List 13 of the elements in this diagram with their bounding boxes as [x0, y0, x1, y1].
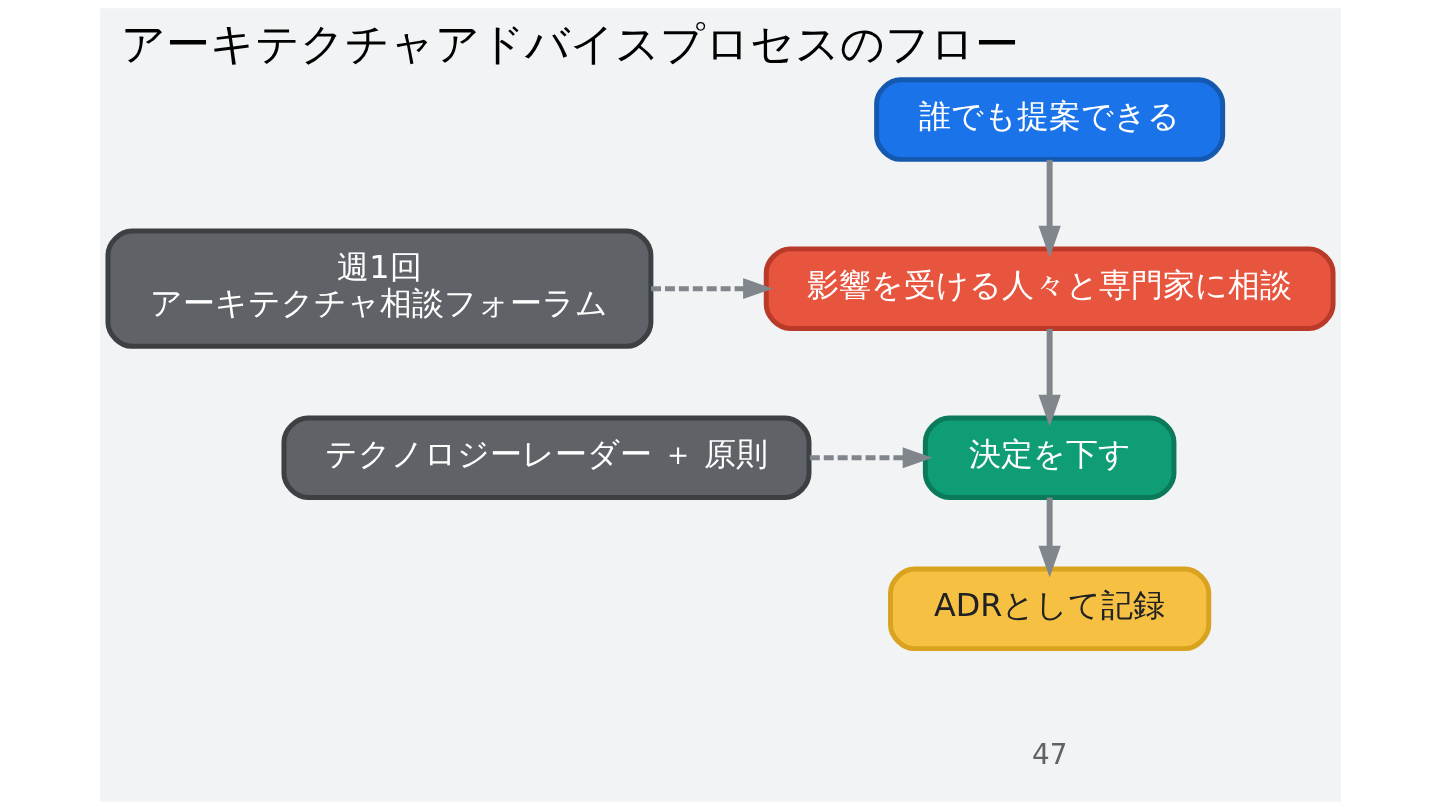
arrow	[650, 278, 773, 300]
node-box: テクノロジーレーダー ＋ 原則	[280, 415, 811, 500]
arrow	[809, 447, 933, 469]
node-box: 週1回 アーキテクチャ相談フォーラム	[104, 228, 653, 349]
arrow	[1037, 328, 1061, 427]
diagram-title: アーキテクチャアドバイスプロセスのフロー	[120, 18, 1019, 70]
arrow	[1037, 159, 1061, 258]
node-box: 決定を下す	[922, 415, 1176, 500]
label: 47	[1031, 738, 1067, 772]
node-box: 影響を受ける人々と専門家に相談	[763, 246, 1336, 331]
arrow	[1037, 497, 1061, 578]
node-box: 誰でも提案できる	[873, 77, 1225, 162]
node-box: ADRとして記録	[887, 566, 1211, 652]
